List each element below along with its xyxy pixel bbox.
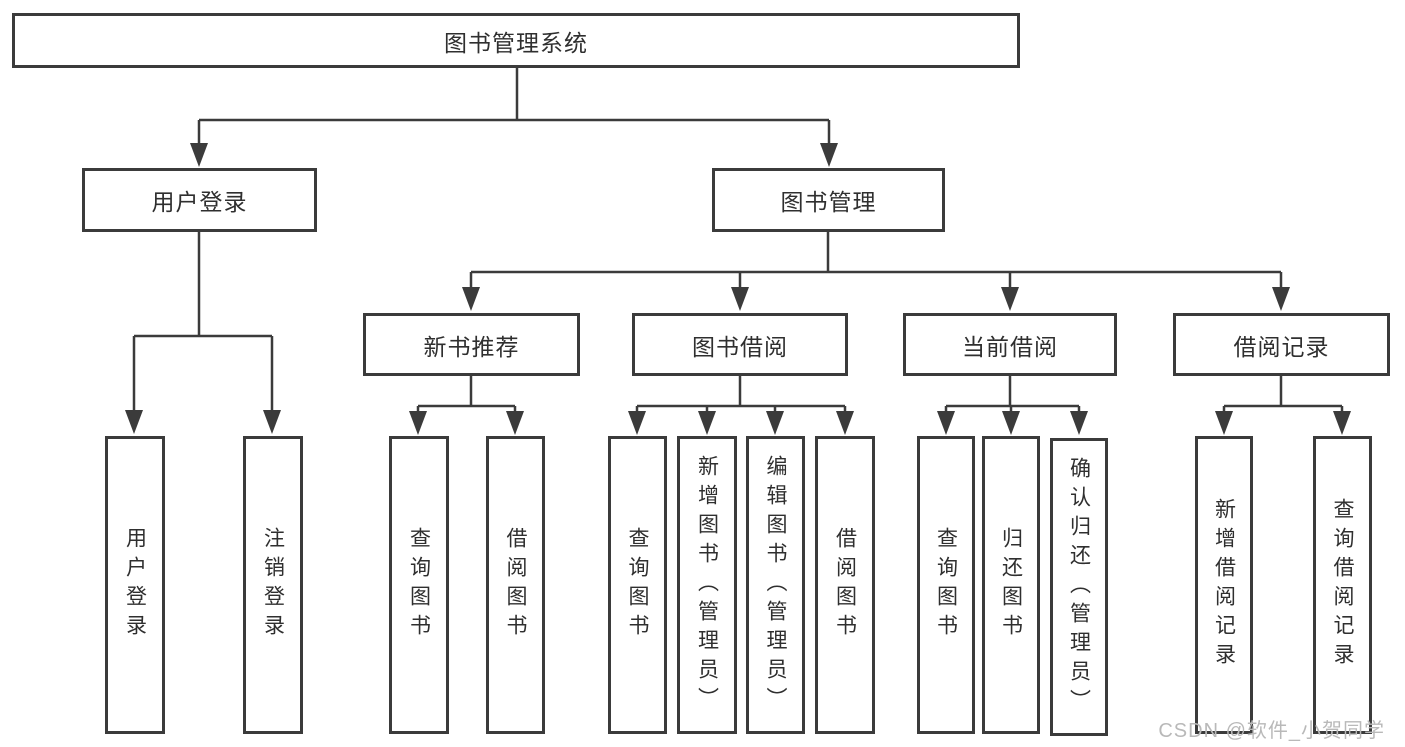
connector-root-to-level2 <box>190 68 838 167</box>
arrowhead-icon <box>125 410 143 434</box>
arrowhead-icon <box>462 287 480 311</box>
connector-bookmgmt-to-level3 <box>462 232 1290 311</box>
connector-line <box>1222 376 1344 412</box>
connector-borrowrecords-to-children <box>1215 376 1351 435</box>
arrowhead-icon <box>409 411 427 435</box>
node-ul-logout: 注销登录 <box>243 436 303 734</box>
node-bb-add: 新增图书（管理员） <box>677 436 737 734</box>
node-label: 用户登录 <box>123 527 147 643</box>
node-book-borrow: 图书借阅 <box>632 313 848 376</box>
node-ul-login: 用户登录 <box>105 436 165 734</box>
arrowhead-icon <box>937 411 955 435</box>
node-nb-borrow: 借阅图书 <box>486 436 545 734</box>
node-label: 新书推荐 <box>423 333 520 360</box>
node-label: 确认归还（管理员） <box>1067 456 1091 718</box>
arrowhead-icon <box>1333 411 1351 435</box>
node-label: 新增图书（管理员） <box>695 454 719 716</box>
node-label: 图书借阅 <box>692 333 788 360</box>
arrowhead-icon <box>190 143 208 167</box>
connector-currentborrow-to-children <box>937 376 1088 435</box>
arrowhead-icon <box>628 411 646 435</box>
node-label: 用户登录 <box>151 189 248 215</box>
node-label: 借阅图书 <box>833 527 857 643</box>
arrowhead-icon <box>836 411 854 435</box>
arrowhead-icon <box>506 411 524 435</box>
arrowhead-icon <box>731 287 749 311</box>
node-label: 注销登录 <box>261 527 285 643</box>
node-label: 归还图书 <box>999 527 1023 643</box>
arrowhead-icon <box>1002 411 1020 435</box>
node-label: 查询借阅记录 <box>1331 498 1354 672</box>
node-new-book-rec: 新书推荐 <box>363 313 580 376</box>
connector-line <box>469 232 1283 288</box>
node-label: 借阅记录 <box>1233 333 1330 360</box>
node-cb-query: 查询图书 <box>917 436 975 734</box>
arrowhead-icon <box>1001 287 1019 311</box>
node-label: 查询图书 <box>626 527 649 643</box>
node-label: 编辑图书（管理员） <box>764 454 787 716</box>
node-label: 当前借阅 <box>962 333 1058 360</box>
node-label: 查询图书 <box>934 527 958 643</box>
arrowhead-icon <box>766 411 784 435</box>
arrowhead-icon <box>1215 411 1233 435</box>
arrowhead-icon <box>820 143 838 167</box>
arrowhead-icon <box>263 410 281 434</box>
node-borrow-records: 借阅记录 <box>1173 313 1390 376</box>
node-label: 图书管理系统 <box>444 29 588 56</box>
arrowhead-icon <box>698 411 716 435</box>
node-user-login: 用户登录 <box>82 168 317 232</box>
arrowhead-icon <box>1070 411 1088 435</box>
node-label: 查询图书 <box>407 527 431 643</box>
node-root: 图书管理系统 <box>12 13 1020 68</box>
connector-line <box>416 376 517 412</box>
node-label: 借阅图书 <box>504 527 527 643</box>
arrowhead-icon <box>1272 287 1290 311</box>
node-bb-edit: 编辑图书（管理员） <box>746 436 805 734</box>
node-nb-query: 查询图书 <box>389 436 449 734</box>
node-cb-confirm: 确认归还（管理员） <box>1050 438 1108 736</box>
node-label: 图书管理 <box>780 189 877 215</box>
node-label: 新增借阅记录 <box>1212 498 1236 672</box>
connector-userlogin-to-children <box>125 232 281 434</box>
connector-line <box>197 68 831 144</box>
node-book-mgmt: 图书管理 <box>712 168 945 232</box>
node-cb-return: 归还图书 <box>982 436 1040 734</box>
connector-line <box>635 376 847 412</box>
node-bb-borrow: 借阅图书 <box>815 436 875 734</box>
csdn-watermark: CSDN @软件_小贺同学 <box>1158 720 1385 742</box>
node-current-borrow: 当前借阅 <box>903 313 1117 376</box>
connector-line <box>944 376 1081 412</box>
node-br-query: 查询借阅记录 <box>1313 436 1372 734</box>
connector-bookborrow-to-children <box>628 376 854 435</box>
node-bb-query: 查询图书 <box>608 436 667 734</box>
node-br-add: 新增借阅记录 <box>1195 436 1253 734</box>
connector-line <box>132 232 274 411</box>
connector-newbookrec-to-children <box>409 376 524 435</box>
